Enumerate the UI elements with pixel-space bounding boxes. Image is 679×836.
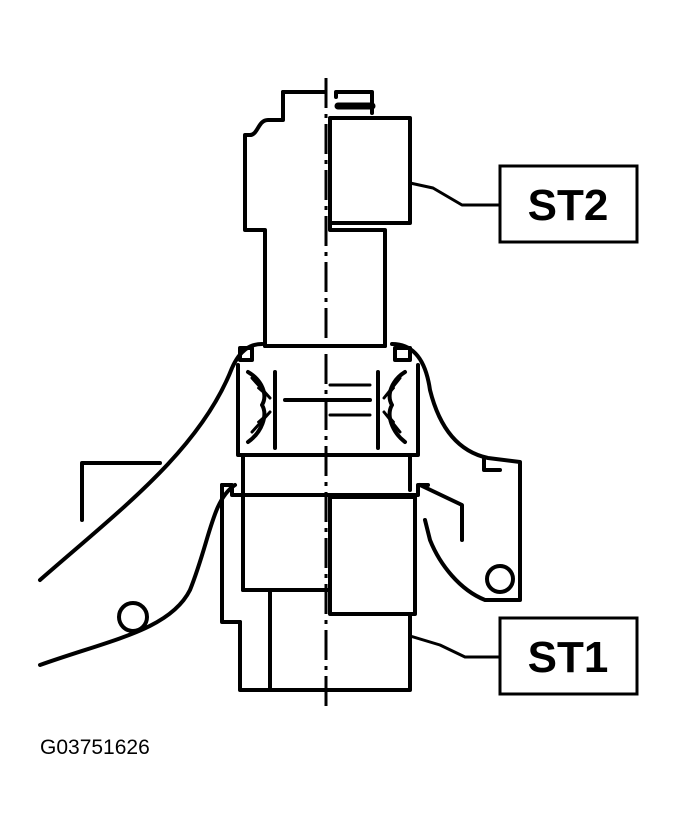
hub-bolt-hole-right bbox=[485, 564, 515, 594]
knuckle-housing bbox=[38, 342, 522, 667]
st2-label: ST2 bbox=[528, 181, 609, 230]
hub-bolt-hole-left bbox=[117, 601, 149, 633]
st1-callout: ST1 bbox=[498, 616, 639, 696]
st2-callout: ST2 bbox=[498, 164, 639, 244]
leader-lines bbox=[408, 181, 502, 659]
st1-tool bbox=[220, 453, 430, 692]
st1-label: ST1 bbox=[528, 633, 609, 682]
figure-code: G03751626 bbox=[40, 736, 150, 759]
